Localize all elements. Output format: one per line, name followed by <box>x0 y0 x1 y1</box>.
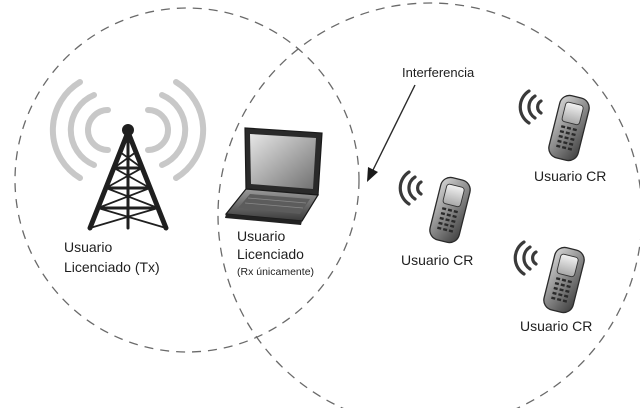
mobile-phone-icon <box>541 244 587 316</box>
laptop-label-line2: Licenciado <box>237 246 304 262</box>
signal-waves-icon <box>518 89 543 125</box>
interference-arrow <box>367 84 416 182</box>
laptop-label-line3: (Rx únicamente) <box>237 266 314 278</box>
interference-label: Interferencia <box>402 65 475 80</box>
tower-label-line2: Licenciado (Tx) <box>64 259 160 275</box>
cr-network-coverage-circle <box>217 2 640 408</box>
licensed-user-coverage-circle <box>14 7 360 353</box>
mobile-phone-icon <box>427 174 473 246</box>
tower-signal-waves-icon <box>49 79 207 181</box>
signal-waves-icon <box>513 240 538 276</box>
radio-tower-icon <box>87 124 169 231</box>
cr-user-label-1: Usuario CR <box>401 252 473 268</box>
mobile-phone-icon <box>546 92 592 164</box>
laptop-icon <box>224 127 323 225</box>
cr-user-label-3: Usuario CR <box>520 318 592 334</box>
tower-label-line1: Usuario <box>64 239 112 255</box>
signal-waves-icon <box>398 170 423 206</box>
laptop-label-line1: Usuario <box>237 228 285 244</box>
cr-user-label-2: Usuario CR <box>534 168 606 184</box>
